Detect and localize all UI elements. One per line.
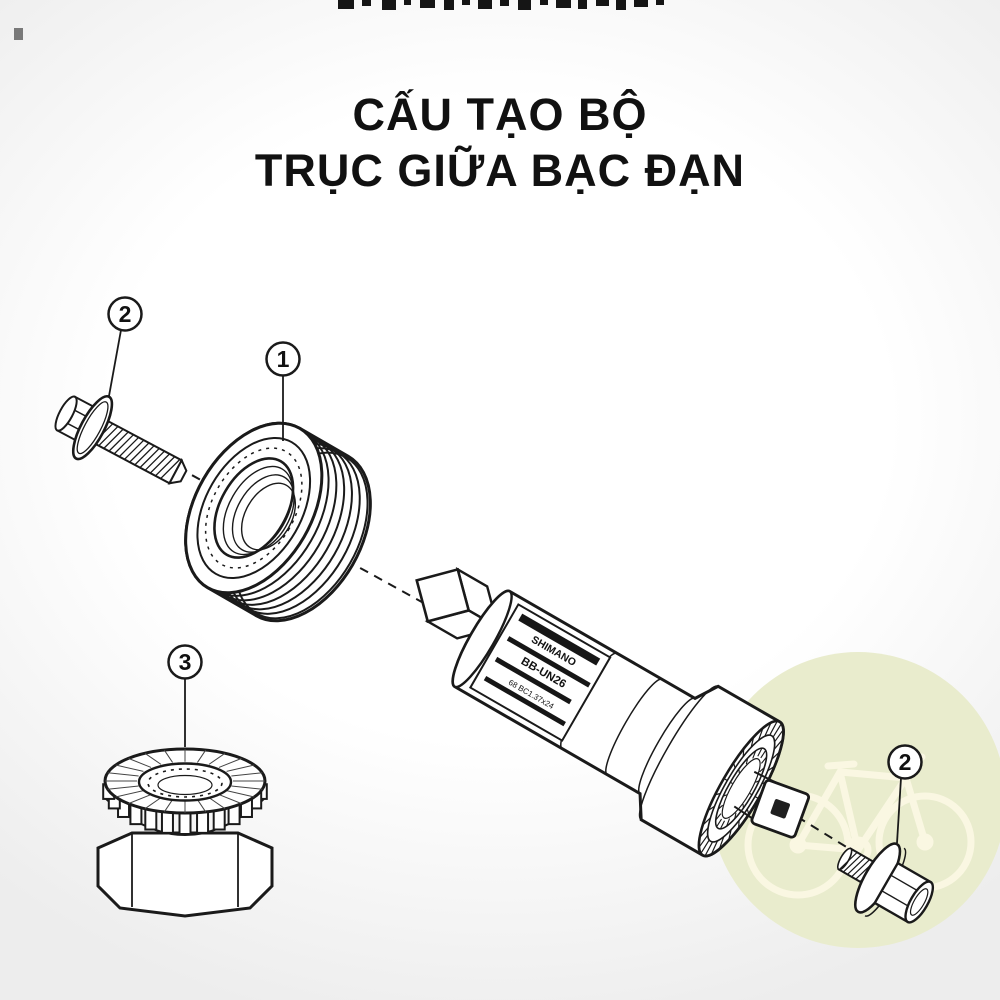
callout-number: 2 bbox=[899, 749, 912, 775]
leader-line bbox=[108, 329, 122, 397]
cup-internal-threads bbox=[222, 465, 297, 556]
callout-circle-1 bbox=[265, 341, 301, 377]
spindle-bolt-hole bbox=[770, 799, 790, 819]
cartridge-label: SHIMANO BB-UN26 68 BC1.37x24 bbox=[468, 603, 612, 742]
callout-number: 1 bbox=[277, 346, 290, 372]
callout-number: 3 bbox=[179, 649, 192, 675]
callout-circle-3 bbox=[167, 644, 203, 680]
bolt-thread-hatch bbox=[93, 423, 181, 480]
crank-bolt-bottom bbox=[836, 842, 935, 924]
bearing-flange bbox=[697, 719, 785, 858]
callout-circle-2-bottom bbox=[887, 744, 923, 780]
page-title-line1: CẤU TẠO BỘ bbox=[353, 89, 648, 140]
page-title-line2: TRỤC GIỮA BẠC ĐẠN bbox=[255, 145, 745, 196]
lockring-hex-base bbox=[96, 831, 274, 918]
bolt-flange-washer bbox=[71, 395, 114, 461]
square-taper-end-right bbox=[733, 770, 811, 839]
threaded-cup bbox=[184, 421, 372, 623]
lockring-hole bbox=[137, 762, 233, 802]
crank-bolt-top bbox=[54, 395, 188, 485]
leader-line bbox=[896, 777, 902, 844]
callout-number: 2 bbox=[119, 301, 132, 327]
lockring-tool bbox=[96, 747, 274, 918]
callouts: 2 1 3 2 bbox=[107, 296, 923, 844]
cropped-header-text bbox=[14, 0, 664, 40]
bb-cartridge: SHIMANO BB-UN26 68 BC1.37x24 bbox=[415, 566, 811, 858]
callout-circle-2-top bbox=[107, 296, 143, 332]
